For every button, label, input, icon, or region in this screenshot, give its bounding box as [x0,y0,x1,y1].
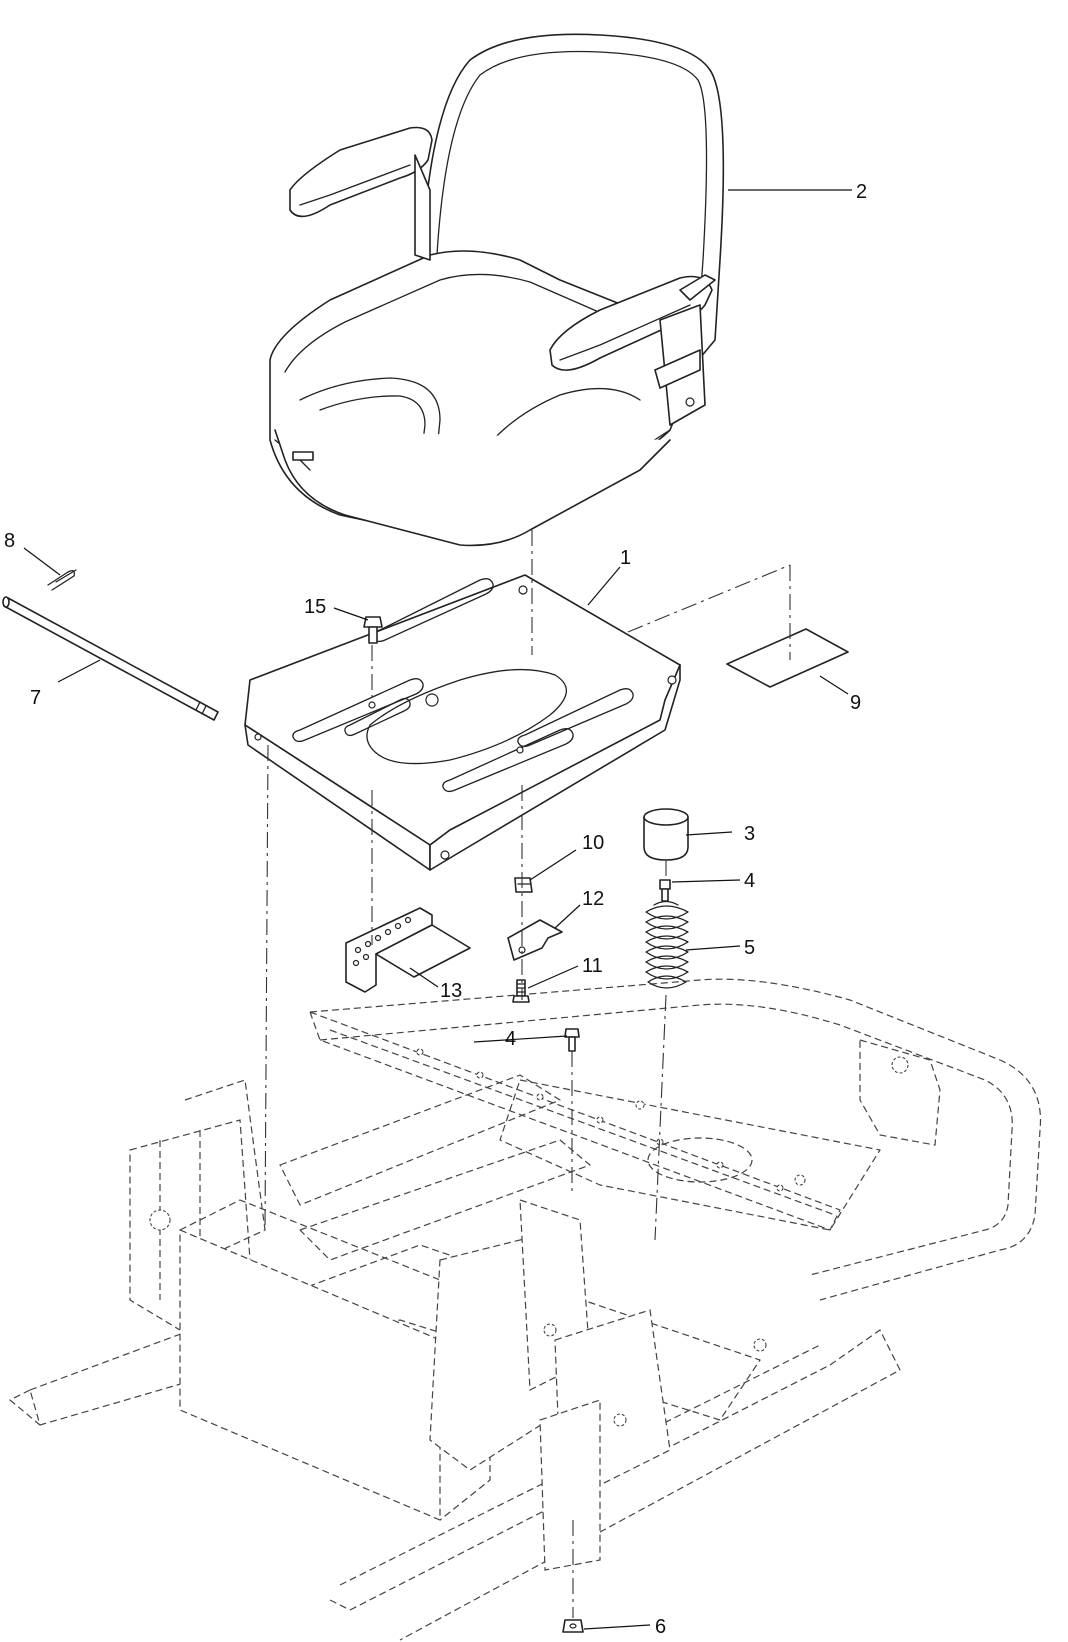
callout-15: 15 [304,596,326,618]
callout-6: 6 [655,1616,666,1638]
callout-1: 1 [620,547,631,569]
latch-bracket [507,919,563,961]
hairpin-clip [47,569,77,591]
bolt-11 [512,979,530,1003]
bumper [643,808,689,861]
callout-2: 2 [856,181,867,203]
bolt-4-lower [564,1028,580,1052]
bolt-15 [363,616,383,644]
mower-frame [9,978,1042,1641]
callout-3: 3 [744,823,755,845]
seat-plate [244,574,681,871]
nut-6 [562,1619,584,1633]
callout-4-upper: 4 [744,870,755,892]
callout-10: 10 [582,832,604,854]
spring [645,900,689,989]
seat-latch-plate [345,907,471,993]
seat [269,33,725,547]
callout-8: 8 [4,530,15,552]
callout-numbers: 1 2 3 4 4 5 6 7 8 9 10 11 12 13 15 [4,181,867,1638]
decal [726,628,849,688]
callout-13: 13 [440,980,462,1002]
callout-5: 5 [744,937,755,959]
assembly-lines [264,530,791,1618]
pivot-rod [2,596,219,721]
leader-lines [23,189,852,1630]
bolt-4-upper [659,879,671,902]
callout-9: 9 [850,692,861,714]
callout-7: 7 [30,687,41,709]
callout-11: 11 [582,955,603,977]
callout-4-lower: 4 [505,1028,516,1050]
callout-12: 12 [582,888,604,910]
clip-nut [514,877,533,893]
